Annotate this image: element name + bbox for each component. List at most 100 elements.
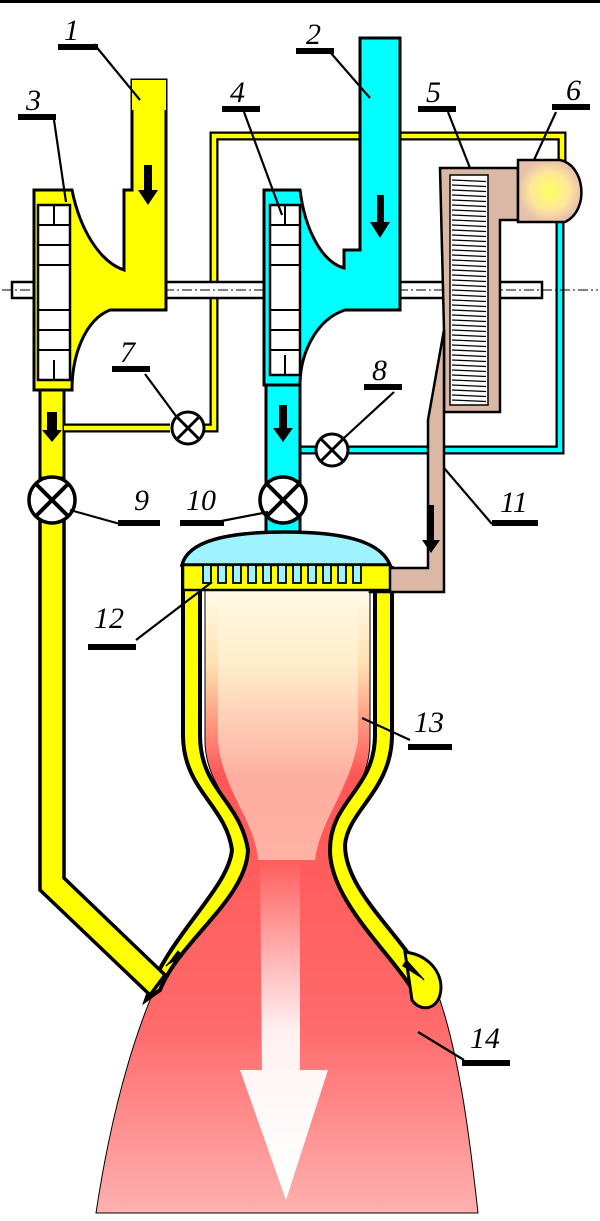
turbine-blade bbox=[451, 224, 487, 228]
injector-nozzle bbox=[202, 564, 212, 584]
turbine-blade bbox=[451, 219, 487, 223]
turbine-blade bbox=[451, 324, 487, 328]
gas-generator bbox=[516, 158, 583, 224]
svg-text:14: 14 bbox=[470, 1022, 500, 1055]
label-3: 3 bbox=[18, 84, 56, 120]
fuel-flow-arrow-down bbox=[42, 412, 62, 442]
turbine-blade bbox=[451, 279, 487, 283]
label-9: 9 bbox=[118, 484, 160, 526]
turbine-blade bbox=[451, 269, 487, 273]
turbine-blade bbox=[451, 244, 487, 248]
turbine-blades bbox=[451, 179, 487, 403]
label-8: 8 bbox=[364, 354, 402, 390]
label-2: 2 bbox=[296, 18, 334, 54]
exhaust-flow-arrow bbox=[422, 505, 440, 553]
svg-text:3: 3 bbox=[25, 84, 41, 117]
injector-nozzles bbox=[202, 564, 362, 584]
turbine-blade bbox=[451, 194, 487, 198]
svg-text:1: 1 bbox=[64, 14, 79, 47]
turbine-blade bbox=[451, 239, 487, 243]
svg-text:6: 6 bbox=[566, 74, 581, 107]
fuel-pump-impeller bbox=[36, 203, 72, 382]
turbine-blade bbox=[451, 209, 487, 213]
valve-10 bbox=[258, 475, 308, 525]
label-6: 6 bbox=[552, 74, 590, 110]
turbine-blade bbox=[451, 384, 487, 388]
turbine-blade bbox=[451, 204, 487, 208]
turbine-blade bbox=[451, 359, 487, 363]
fuel-line-to-nozzle bbox=[38, 518, 168, 998]
injector-nozzle bbox=[307, 564, 317, 584]
turbine-blade bbox=[451, 294, 487, 298]
turbine-blade bbox=[451, 389, 487, 393]
label-11: 11 bbox=[492, 486, 538, 526]
turbine-blade bbox=[451, 349, 487, 353]
turbine-blade bbox=[451, 364, 487, 368]
injector-nozzle bbox=[322, 564, 332, 584]
svg-text:8: 8 bbox=[372, 354, 387, 387]
turbine-blade bbox=[451, 254, 487, 258]
svg-text:11: 11 bbox=[500, 486, 528, 519]
injector-nozzle bbox=[247, 564, 257, 584]
turbine-blade bbox=[451, 259, 487, 263]
turbine-blade bbox=[451, 354, 487, 358]
turbine-blade bbox=[451, 329, 487, 333]
turbine-blade bbox=[451, 264, 487, 268]
label-13: 13 bbox=[408, 706, 452, 750]
turbine-blade bbox=[451, 314, 487, 318]
turbine-blade bbox=[451, 394, 487, 398]
turbine-blade bbox=[451, 334, 487, 338]
svg-text:13: 13 bbox=[414, 706, 444, 739]
injector-nozzle bbox=[277, 564, 287, 584]
label-1: 1 bbox=[58, 14, 98, 50]
turbine-blade bbox=[451, 339, 487, 343]
turbine-blade bbox=[451, 304, 487, 308]
turbine-blade bbox=[451, 399, 487, 403]
turbine-blade bbox=[451, 274, 487, 278]
turbine-blade bbox=[451, 319, 487, 323]
turbine-blade bbox=[451, 344, 487, 348]
svg-text:5: 5 bbox=[426, 76, 441, 109]
label-5: 5 bbox=[418, 76, 456, 112]
leader-lines bbox=[52, 43, 557, 1061]
combustion-core bbox=[218, 595, 358, 860]
injector-dome bbox=[179, 530, 393, 567]
turbine-blade bbox=[451, 179, 487, 183]
label-10: 10 bbox=[180, 484, 224, 526]
turbine-blade bbox=[451, 379, 487, 383]
turbine-blade bbox=[451, 229, 487, 233]
injector-nozzle bbox=[217, 564, 227, 584]
injector-nozzle bbox=[352, 564, 362, 584]
turbine-blade bbox=[451, 234, 487, 238]
turbine-blade bbox=[451, 189, 487, 193]
valve-7 bbox=[170, 410, 206, 446]
label-14: 14 bbox=[462, 1022, 510, 1066]
cooling-jacket-left bbox=[142, 566, 251, 1006]
turbine-blade bbox=[451, 199, 487, 203]
turbine-blade bbox=[451, 284, 487, 288]
turbine-blade bbox=[451, 249, 487, 253]
turbine-blade bbox=[451, 369, 487, 373]
oxidizer-inflow-arrow bbox=[370, 195, 390, 238]
oxidizer-flow-arrow-down bbox=[273, 405, 293, 442]
turbine-blade bbox=[451, 184, 487, 188]
turbine-blade bbox=[451, 289, 487, 293]
turbine-blade bbox=[451, 374, 487, 378]
turbine-blade bbox=[451, 214, 487, 218]
oxidizer-pump-impeller bbox=[268, 203, 302, 377]
svg-text:7: 7 bbox=[120, 336, 137, 369]
valve-8 bbox=[314, 432, 350, 468]
svg-text:2: 2 bbox=[306, 18, 321, 51]
label-4: 4 bbox=[222, 76, 260, 112]
svg-text:12: 12 bbox=[94, 602, 124, 635]
label-7: 7 bbox=[112, 336, 150, 372]
injector-nozzle bbox=[232, 564, 242, 584]
injector-nozzle bbox=[292, 564, 302, 584]
injector-nozzle bbox=[337, 564, 347, 584]
valve-9 bbox=[27, 475, 77, 525]
turbine-blade bbox=[451, 299, 487, 303]
injector-nozzle bbox=[262, 564, 272, 584]
svg-text:10: 10 bbox=[186, 484, 216, 517]
svg-text:4: 4 bbox=[230, 76, 245, 109]
